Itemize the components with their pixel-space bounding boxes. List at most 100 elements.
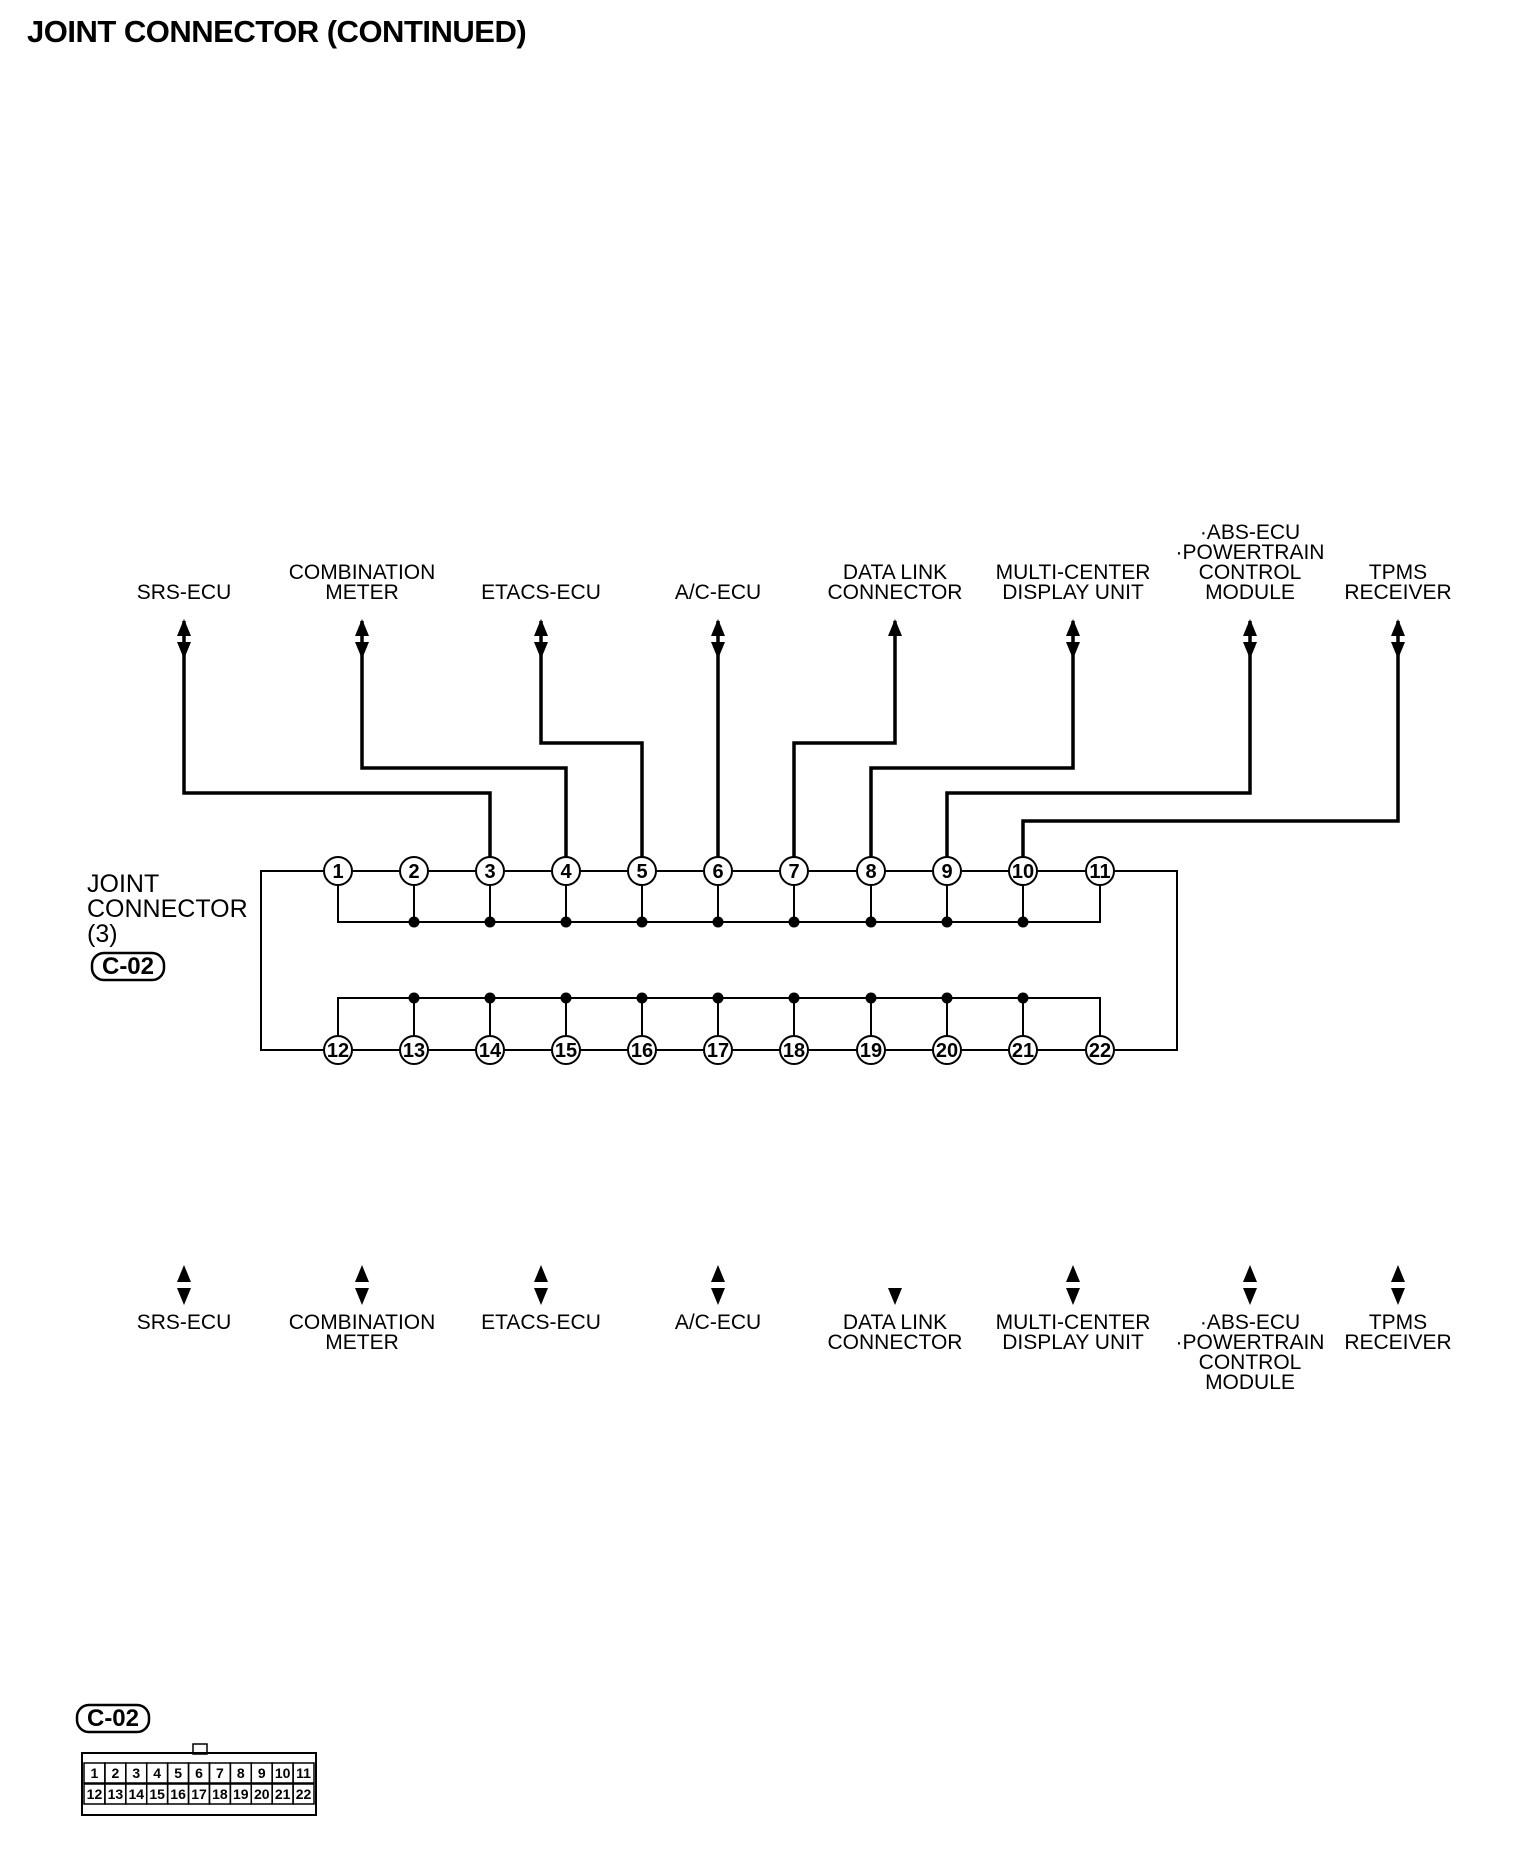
pin-12: 12 bbox=[323, 1035, 353, 1065]
arrow-head-down bbox=[711, 642, 725, 659]
pin-7: 7 bbox=[779, 856, 809, 886]
destination-label-line: RECEIVER bbox=[1344, 581, 1451, 604]
destination-label: A/C-ECU bbox=[675, 1311, 761, 1334]
pin-circle bbox=[323, 856, 353, 886]
arrow-head-up bbox=[355, 1265, 369, 1282]
pin-circle bbox=[551, 856, 581, 886]
face-pin-label: 14 bbox=[128, 1786, 144, 1802]
pin-circle bbox=[932, 856, 962, 886]
bottom-splice-dot bbox=[484, 992, 496, 1004]
top-splice-dot bbox=[941, 916, 953, 928]
pin-number: 21 bbox=[1012, 1040, 1034, 1062]
destination-label-line: ·ABS-ECU bbox=[1200, 521, 1300, 544]
pin-number: 4 bbox=[560, 861, 572, 883]
wire-to-data-link bbox=[792, 621, 897, 857]
arrow-head-down bbox=[1066, 1288, 1080, 1305]
pin-circle bbox=[323, 1035, 353, 1065]
destination-label-line: SRS-ECU bbox=[137, 581, 232, 604]
pin-circle bbox=[932, 1035, 962, 1065]
wire-layer bbox=[182, 621, 1400, 857]
bottom-splice-dot bbox=[788, 992, 800, 1004]
pin-20: 20 bbox=[932, 1035, 962, 1065]
pin-number: 8 bbox=[865, 861, 876, 883]
arrow-head-down bbox=[355, 1288, 369, 1305]
face-cell bbox=[292, 1762, 315, 1784]
destination-label-line: TPMS bbox=[1369, 561, 1427, 584]
arrow-head-up bbox=[1066, 1265, 1080, 1282]
bottom-splice-dot bbox=[1017, 992, 1029, 1004]
pin-22: 22 bbox=[1085, 1035, 1115, 1065]
pin-number: 22 bbox=[1089, 1040, 1111, 1062]
pin-21: 21 bbox=[1008, 1035, 1038, 1065]
pin-number: 10 bbox=[1012, 861, 1034, 883]
destination-label-line: A/C-ECU bbox=[675, 581, 761, 604]
face-pin-label: 19 bbox=[233, 1786, 249, 1802]
face-pin-label: 16 bbox=[170, 1786, 186, 1802]
joint-connector-label: JOINT CONNECTOR (3) C-02 bbox=[87, 870, 248, 982]
pin-circle bbox=[399, 856, 429, 886]
destination-label-line: MODULE bbox=[1205, 1371, 1295, 1394]
pin-circle bbox=[703, 1035, 733, 1065]
face-pin-label: 11 bbox=[296, 1765, 311, 1781]
face-pin-label: 13 bbox=[108, 1786, 124, 1802]
pin-6: 6 bbox=[703, 856, 733, 886]
pin-circle bbox=[1008, 1035, 1038, 1065]
joint-label-line-1: JOINT bbox=[87, 870, 159, 898]
pin-19: 19 bbox=[856, 1035, 886, 1065]
pin-circle bbox=[703, 856, 733, 886]
destination-label-line: A/C-ECU bbox=[675, 1311, 761, 1334]
face-pin-label: 18 bbox=[212, 1786, 228, 1802]
face-pin-label: 20 bbox=[254, 1786, 270, 1802]
destination-label-line: COMBINATION bbox=[289, 1311, 436, 1334]
pin-14: 14 bbox=[475, 1035, 505, 1065]
destination-label-line: RECEIVER bbox=[1344, 1331, 1451, 1354]
pin-number: 9 bbox=[941, 861, 952, 883]
pin-11: 11 bbox=[1085, 856, 1115, 886]
face-pin-label: 22 bbox=[296, 1786, 312, 1802]
destination-label-line: METER bbox=[325, 581, 399, 604]
pin-number: 15 bbox=[555, 1040, 577, 1062]
pin-circle bbox=[551, 1035, 581, 1065]
pin-circle bbox=[627, 856, 657, 886]
pin-16: 16 bbox=[627, 1035, 657, 1065]
pin-number: 14 bbox=[479, 1040, 502, 1062]
top-splice-dot bbox=[865, 916, 877, 928]
joint-code-text: C-02 bbox=[102, 953, 154, 980]
face-cell bbox=[292, 1783, 315, 1805]
destination-label-line: DATA LINK bbox=[843, 1311, 947, 1334]
destination-label-line: ·POWERTRAIN bbox=[1176, 541, 1325, 564]
destination-label-line: DATA LINK bbox=[843, 561, 947, 584]
pin-circle bbox=[627, 1035, 657, 1065]
destination-label: ·ABS-ECU·POWERTRAIN CONTROL MODULE bbox=[1176, 1311, 1325, 1394]
destination-label: SRS-ECU bbox=[137, 1311, 232, 1334]
pin-number: 7 bbox=[788, 861, 799, 883]
destination-label-line: CONTROL bbox=[1199, 561, 1302, 584]
destination-label-line: ·POWERTRAIN bbox=[1176, 1331, 1325, 1354]
joint-code-badge bbox=[90, 951, 166, 982]
face-pin-label: 7 bbox=[216, 1765, 224, 1781]
top-splice-dot bbox=[636, 916, 648, 928]
face-pin-label: 10 bbox=[275, 1765, 291, 1781]
arrow-head-up bbox=[355, 619, 369, 636]
destination-label-line: DISPLAY UNIT bbox=[1002, 1331, 1144, 1354]
page-title: JOINT CONNECTOR (CONTINUED) bbox=[27, 14, 526, 49]
destination-label-line: CONTROL bbox=[1199, 1351, 1302, 1374]
face-pin-label: 2 bbox=[111, 1765, 119, 1781]
joint-label-line-2: CONNECTOR bbox=[87, 895, 248, 923]
pin-circle bbox=[856, 856, 886, 886]
destination-label-line: ETACS-ECU bbox=[481, 581, 601, 604]
wire-to-srs-ecu bbox=[182, 621, 492, 857]
pin-number: 12 bbox=[327, 1040, 349, 1062]
face-pin-label: 12 bbox=[87, 1786, 103, 1802]
pin-circle bbox=[779, 856, 809, 886]
destination-label-line: METER bbox=[325, 1331, 399, 1354]
pin-9: 9 bbox=[932, 856, 962, 886]
arrow-head-up bbox=[1243, 1265, 1257, 1282]
